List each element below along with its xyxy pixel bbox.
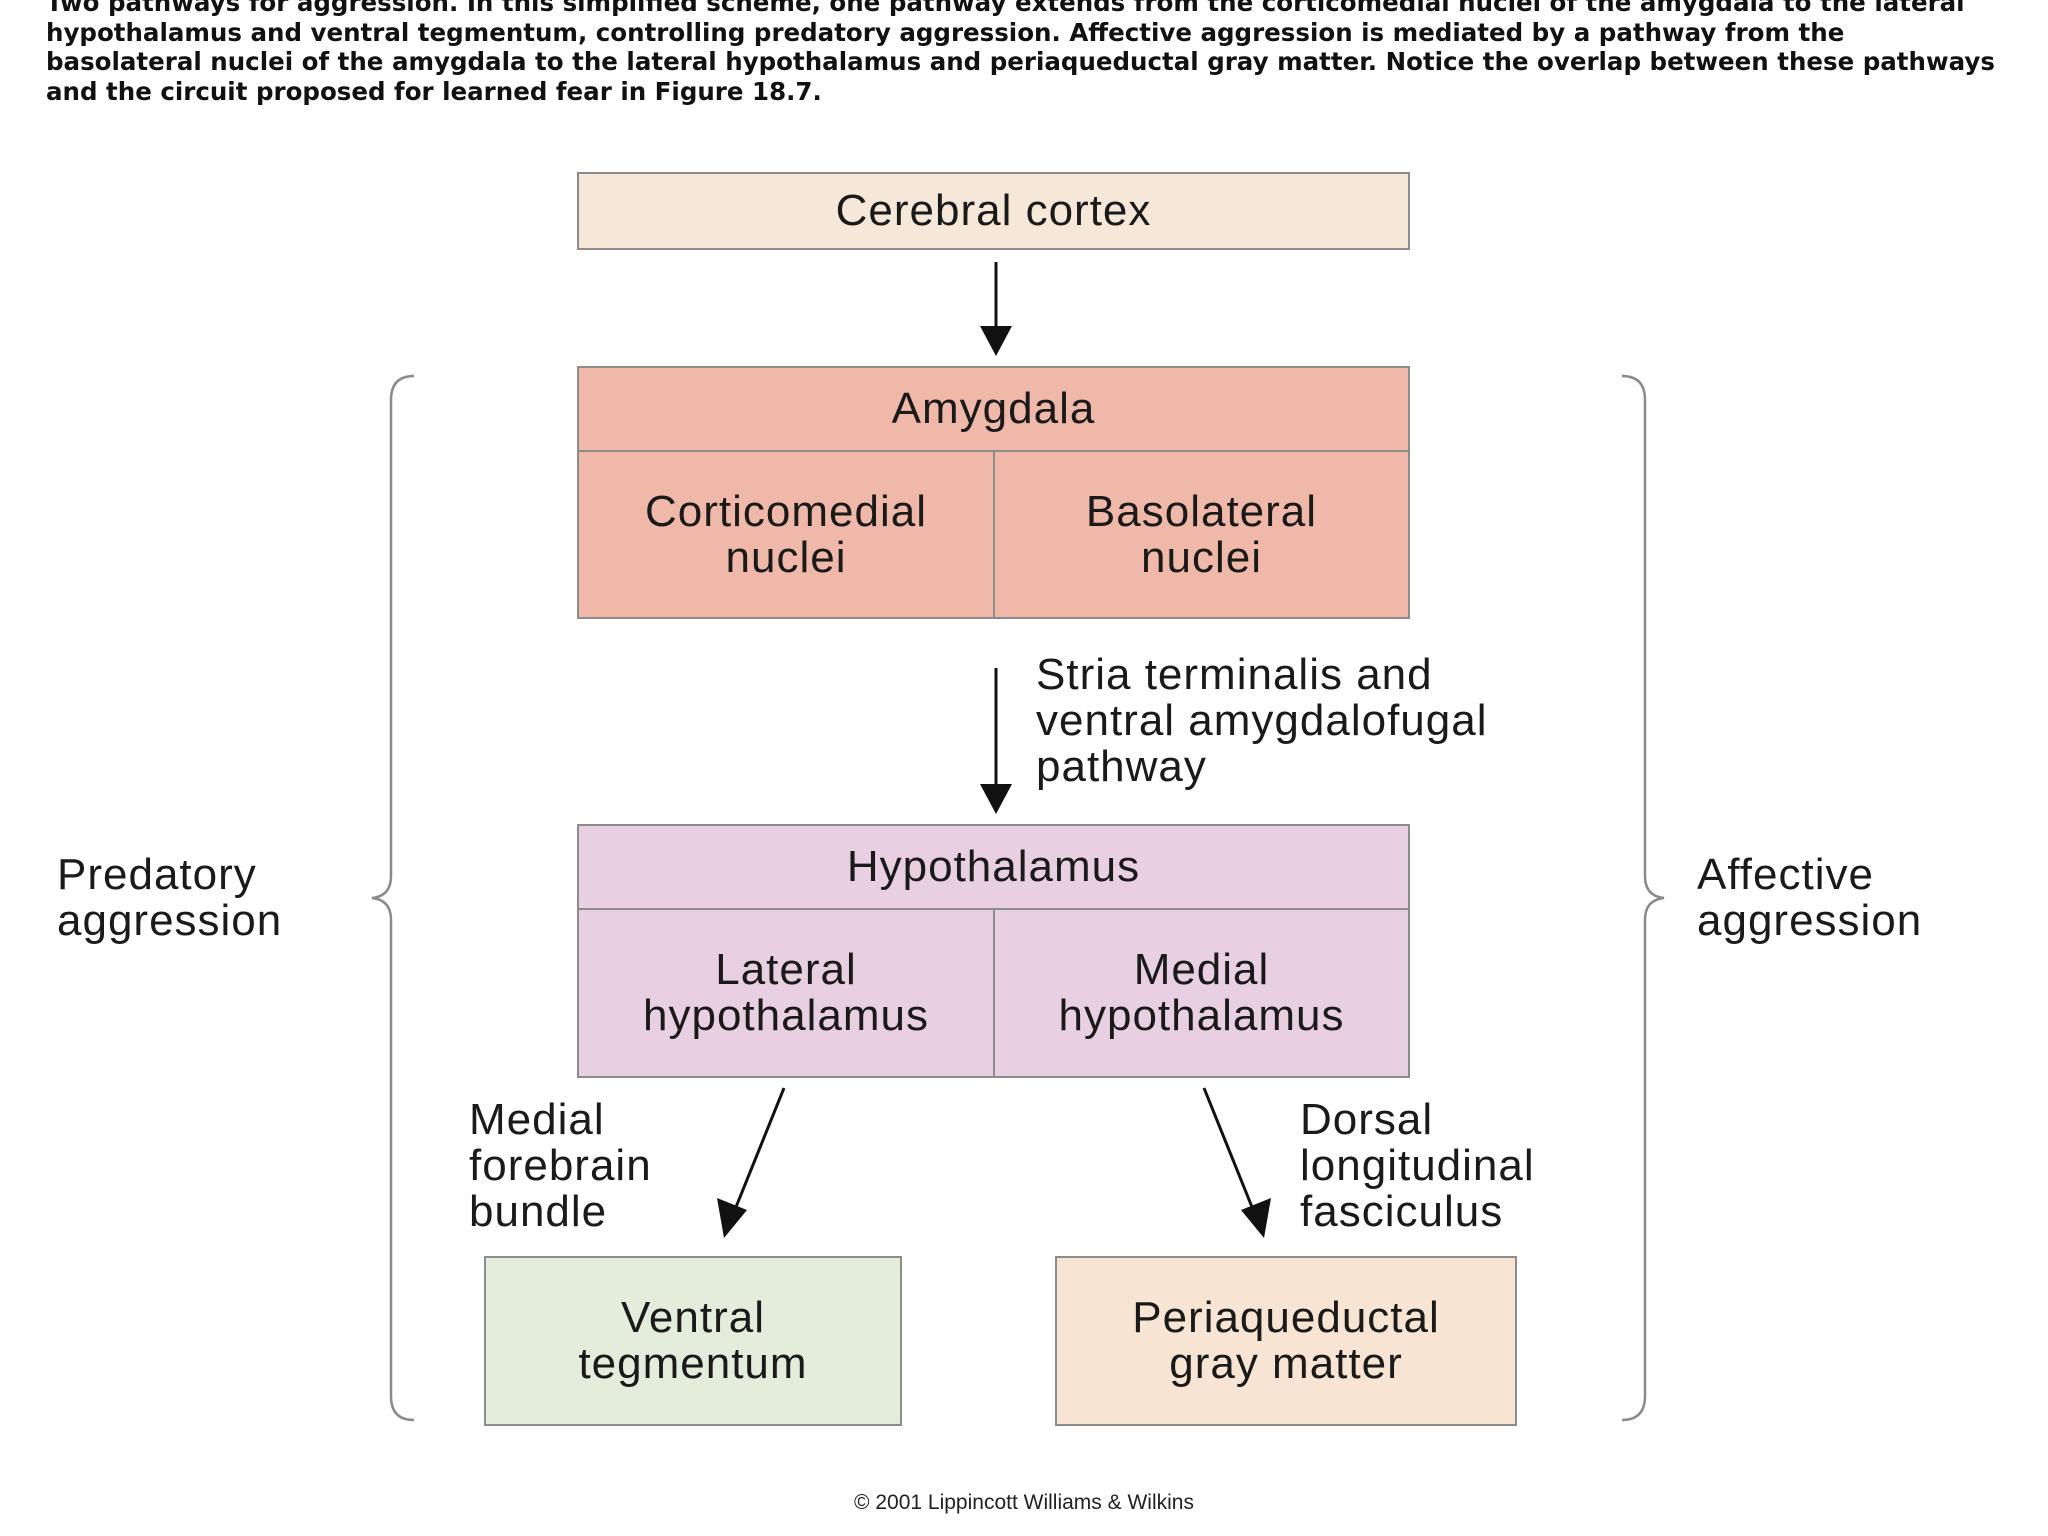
corticomedial-nuclei-cell: Corticomedial nuclei: [579, 452, 995, 617]
predatory-line-2: aggression: [57, 896, 283, 945]
stria-line-2: ventral amygdalofugal: [1036, 696, 1488, 745]
lateral-hypothalamus-line-1: Lateral: [715, 945, 857, 994]
affective-aggression-label: Affective aggression: [1697, 852, 1922, 944]
dlf-line-3: fasciculus: [1300, 1187, 1504, 1236]
medial-forebrain-bundle-label: Medial forebrain bundle: [469, 1097, 652, 1235]
mfb-line-2: forebrain: [469, 1141, 652, 1190]
basolateral-line-1: Basolateral: [1085, 486, 1318, 536]
stria-line-3: pathway: [1036, 742, 1207, 791]
amygdala-title-label: Amygdala: [891, 384, 1096, 433]
arrow-to-periaqueductal: [1202, 1087, 1271, 1238]
periaqueductal-line-2: gray matter: [1169, 1339, 1403, 1388]
predatory-line-1: Predatory: [57, 850, 257, 899]
arrow-cortex-to-amygdala: [980, 262, 1012, 356]
left-brace: [371, 374, 415, 1422]
stria-terminalis-label: Stria terminalis and ventral amygdalofug…: [1036, 652, 1487, 790]
ventral-tegmentum-line-2: tegmentum: [578, 1339, 808, 1388]
periaqueductal-line-1: Periaqueductal: [1132, 1293, 1440, 1342]
copyright-notice: © 2001 Lippincott Williams & Wilkins: [854, 1491, 1194, 1514]
medial-hypothalamus-line-2: hypothalamus: [1058, 991, 1345, 1040]
hypothalamus-box: Hypothalamus Lateral hypothalamus Medial…: [577, 824, 1410, 1078]
amygdala-box: Amygdala Corticomedial nuclei Basolatera…: [577, 366, 1410, 619]
stria-line-1: Stria terminalis and: [1036, 650, 1433, 699]
corticomedial-line-2: nuclei: [725, 532, 847, 582]
arrow-to-ventral-tegmentum: [717, 1087, 786, 1238]
medial-hypothalamus-cell: Medial hypothalamus: [995, 910, 1408, 1076]
right-brace: [1621, 374, 1665, 1422]
figure-caption: Two pathways for aggression. In this sim…: [46, 0, 1995, 106]
amygdala-title: Amygdala: [579, 368, 1408, 452]
ventral-tegmentum-line-1: Ventral: [621, 1293, 765, 1342]
dlf-line-2: longitudinal: [1300, 1141, 1535, 1190]
predatory-aggression-label: Predatory aggression: [57, 852, 282, 944]
arrow-amygdala-to-hypothalamus: [980, 668, 1012, 814]
cerebral-cortex-box: Cerebral cortex: [577, 172, 1410, 250]
mfb-line-1: Medial: [469, 1095, 605, 1144]
corticomedial-line-1: Corticomedial: [645, 486, 927, 536]
hypothalamus-title: Hypothalamus: [579, 826, 1408, 910]
lateral-hypothalamus-cell: Lateral hypothalamus: [579, 910, 995, 1076]
cerebral-cortex-label: Cerebral cortex: [835, 186, 1152, 235]
affective-line-1: Affective: [1697, 850, 1874, 899]
hypothalamus-title-label: Hypothalamus: [846, 842, 1141, 891]
dorsal-longitudinal-fasciculus-label: Dorsal longitudinal fasciculus: [1300, 1097, 1535, 1235]
medial-hypothalamus-line-1: Medial: [1133, 945, 1270, 994]
dlf-line-1: Dorsal: [1300, 1095, 1434, 1144]
mfb-line-3: bundle: [469, 1187, 608, 1236]
affective-line-2: aggression: [1697, 896, 1923, 945]
basolateral-line-2: nuclei: [1141, 532, 1262, 582]
basolateral-nuclei-cell: Basolateral nuclei: [995, 452, 1408, 617]
lateral-hypothalamus-line-2: hypothalamus: [643, 991, 929, 1040]
ventral-tegmentum-box: Ventral tegmentum: [484, 1256, 902, 1426]
periaqueductal-gray-box: Periaqueductal gray matter: [1055, 1256, 1517, 1426]
